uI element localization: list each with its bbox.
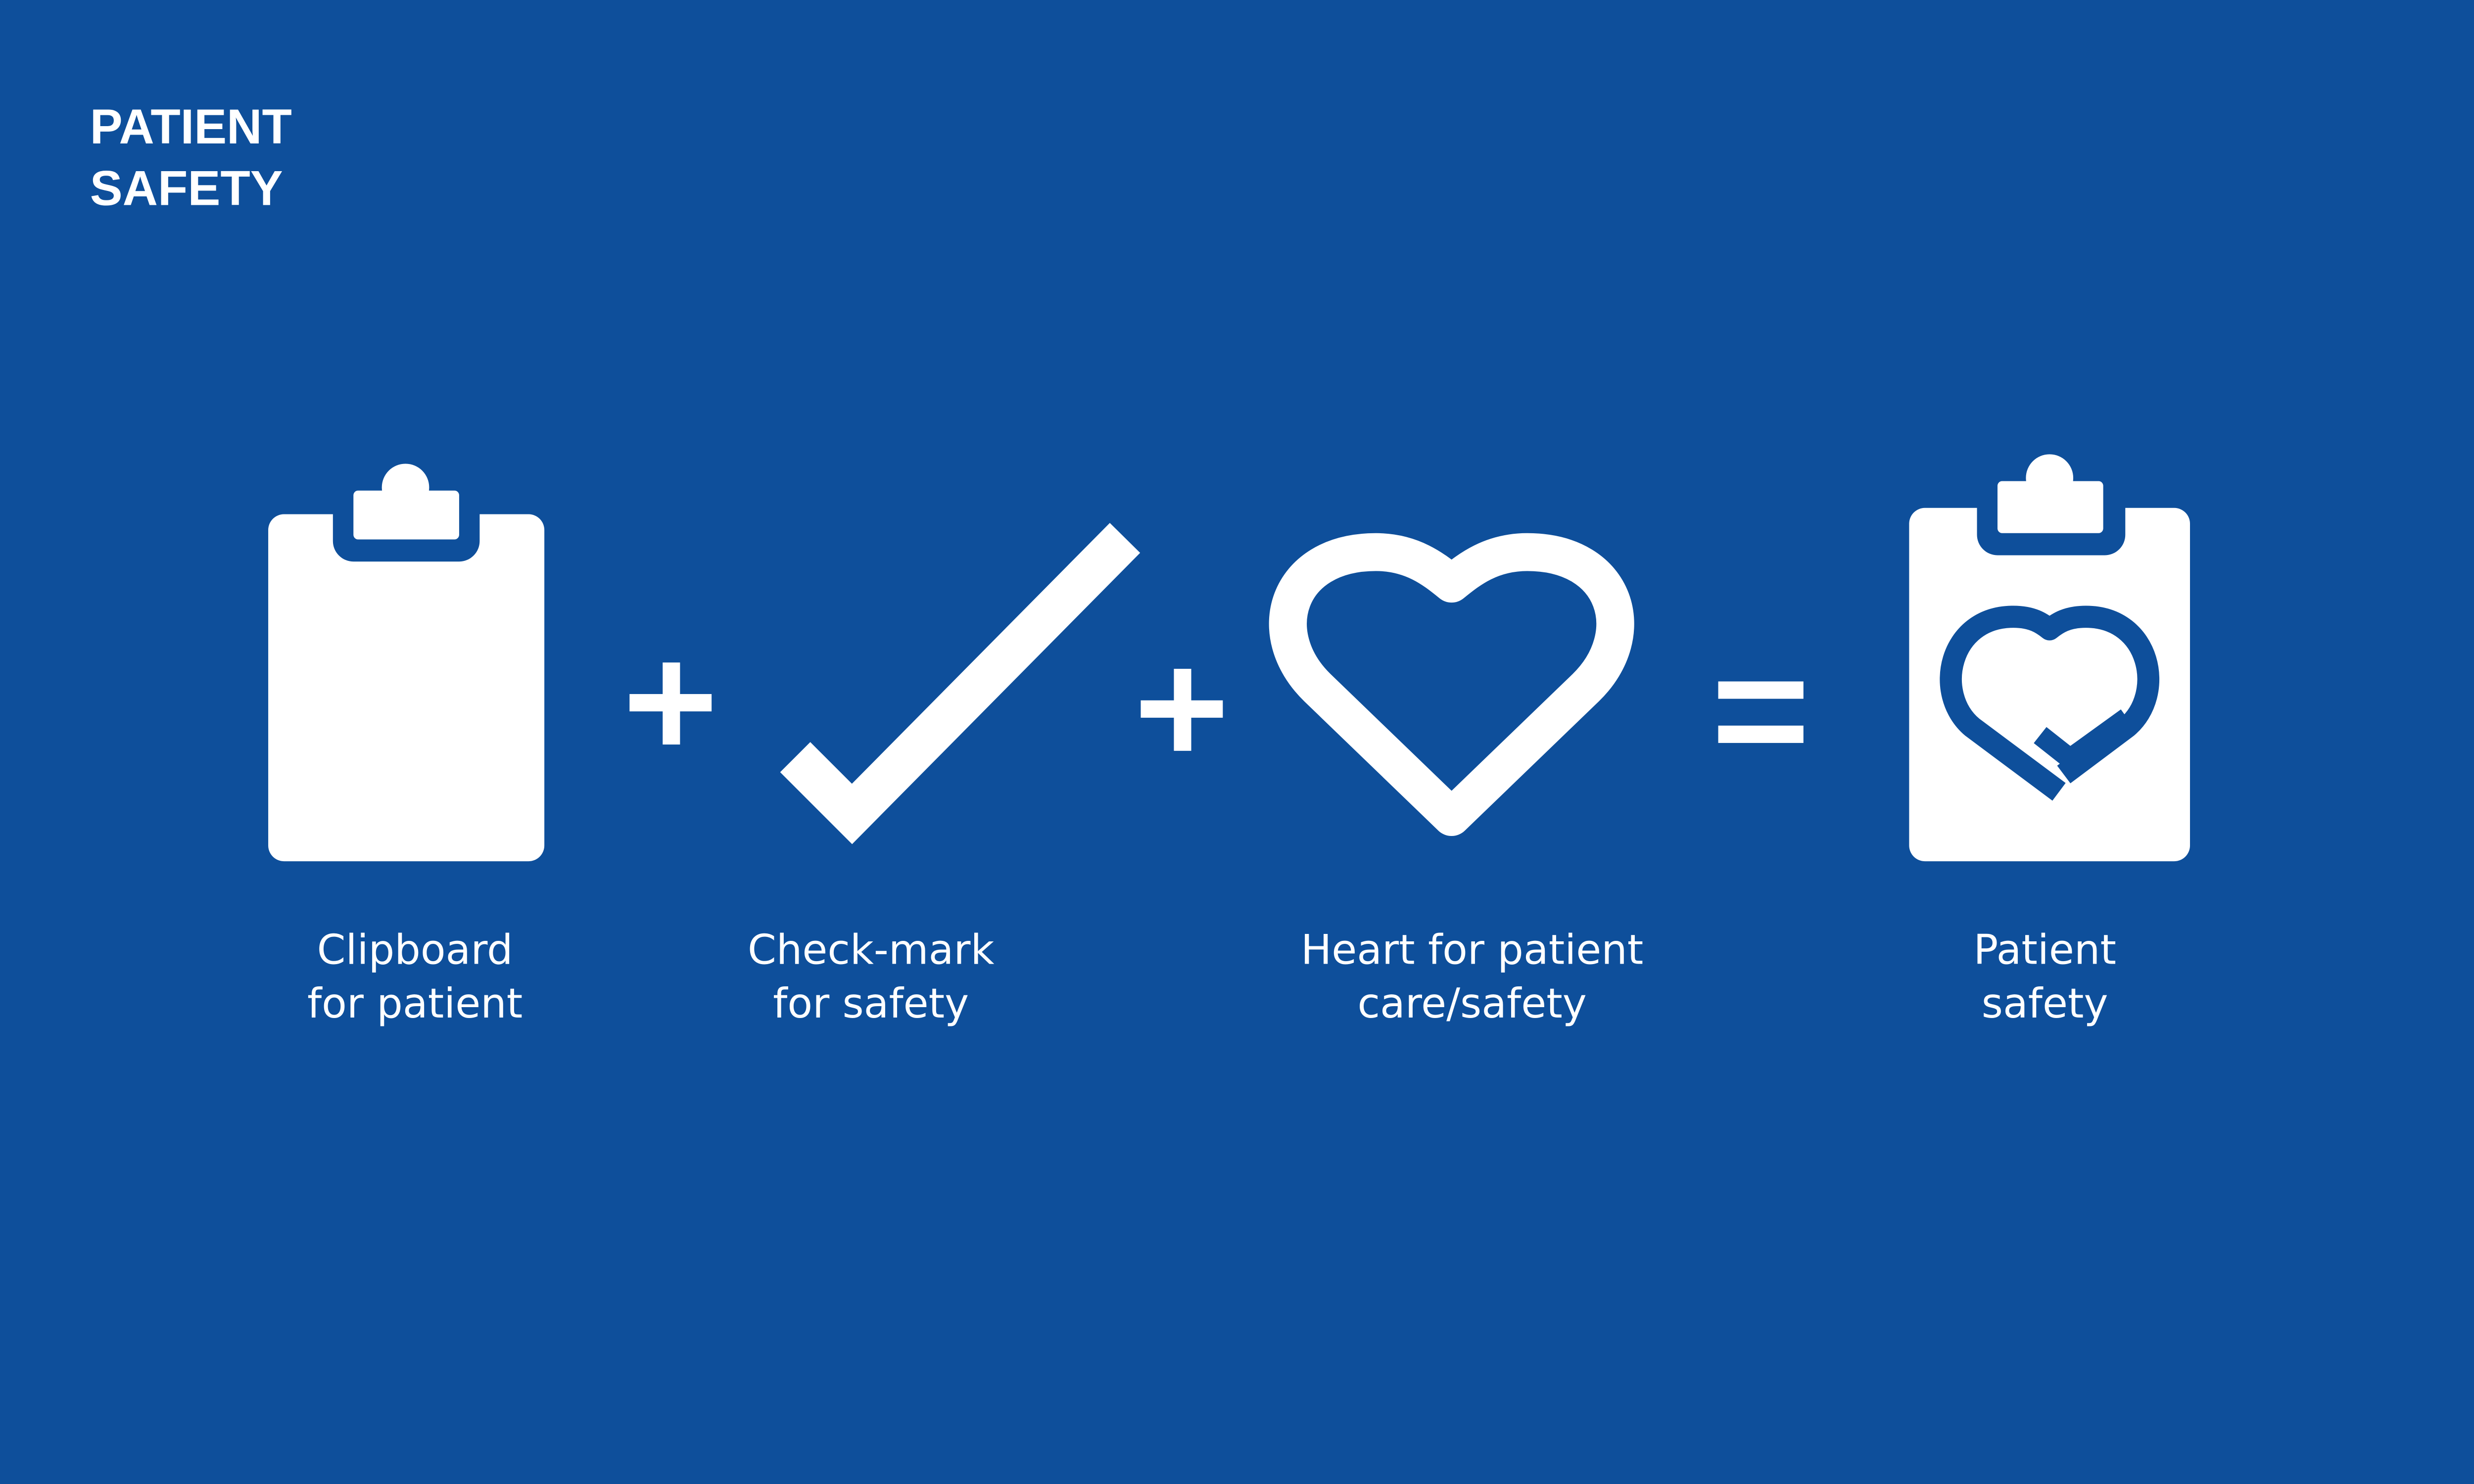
title-line-2: SAFETY xyxy=(90,161,283,216)
patient-safety-label-line-2: safety xyxy=(1982,979,2108,1027)
patient-safety-label-line-1: Patient xyxy=(1973,926,2116,974)
equals-icon xyxy=(1718,681,1804,743)
clipboard-label-line-2: for patient xyxy=(307,979,523,1027)
patient-safety-slide: PATIENT SAFETY Clipboard for patient xyxy=(90,99,2190,1027)
checkmark-label-line-1: Check-mark xyxy=(748,926,995,974)
clipboard-heart-check-icon xyxy=(1909,454,2190,862)
title-line-1: PATIENT xyxy=(90,99,292,154)
plus-icon xyxy=(629,662,712,745)
plus-icon xyxy=(1141,669,1223,751)
clipboard-label-line-1: Clipboard xyxy=(317,926,513,974)
checkmark-icon xyxy=(780,523,1141,844)
heart-label-line-1: Heart for patient xyxy=(1301,926,1643,974)
heart-icon xyxy=(1269,533,1634,836)
clipboard-icon xyxy=(268,464,545,862)
heart-label-line-2: care/safety xyxy=(1357,979,1586,1027)
checkmark-label-line-2: for safety xyxy=(773,979,969,1027)
